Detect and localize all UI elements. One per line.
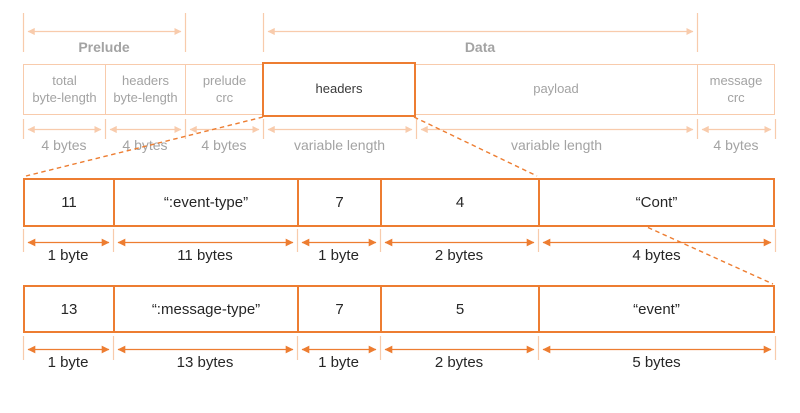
size-label: variable length <box>293 137 386 153</box>
field-label-line: headers <box>122 73 169 89</box>
detail-cell: 7 <box>297 178 382 227</box>
field-box-headers-highlighted: headers <box>262 62 416 117</box>
size-label: 4 bytes <box>41 137 87 153</box>
detail-cell: 7 <box>297 285 382 333</box>
byte-size-label: 1 byte <box>47 247 89 264</box>
field-label-line: total <box>52 73 77 89</box>
detail-cell: “:message-type” <box>113 285 299 333</box>
field-box-total-byte-length: total byte-length <box>23 64 106 115</box>
data-range-label: Data <box>464 39 496 55</box>
detail-cell: “:event-type” <box>113 178 299 227</box>
prelude-range-label: Prelude <box>78 39 130 55</box>
byte-size-label: 5 bytes <box>632 354 681 371</box>
field-box-message-crc: message crc <box>697 64 775 115</box>
detail-cell: 11 <box>23 178 115 227</box>
byte-size-label: 2 bytes <box>434 354 484 371</box>
detail-cell: 5 <box>380 285 540 333</box>
size-label: 4 bytes <box>713 137 759 153</box>
field-label-line: crc <box>215 89 234 105</box>
field-label-line: byte-length <box>32 89 97 105</box>
size-label: variable length <box>510 137 603 153</box>
field-label-line: payload <box>533 81 579 97</box>
field-label-line: message <box>709 73 763 89</box>
byte-size-label: 1 byte <box>47 354 89 371</box>
field-label-line: byte-length <box>113 89 178 105</box>
field-box-prelude-crc: prelude crc <box>185 64 264 115</box>
detail-cell: 4 <box>380 178 540 227</box>
byte-size-label: 1 byte <box>318 247 359 264</box>
detail-cell: 13 <box>23 285 115 333</box>
byte-size-label: 1 byte <box>318 354 359 371</box>
field-label-line: prelude <box>202 73 247 89</box>
byte-size-label: 4 bytes <box>632 247 681 264</box>
detail-cell: “Cont” <box>538 178 775 227</box>
detail-cell: “event” <box>538 285 775 333</box>
overview-size-arrows <box>22 119 777 139</box>
field-box-payload: payload <box>414 64 698 115</box>
field-label-line: headers <box>315 81 363 97</box>
size-label: 4 bytes <box>122 137 168 153</box>
field-label-line: crc <box>727 89 745 105</box>
size-label: 4 bytes <box>201 137 247 153</box>
field-box-headers-byte-length: headers byte-length <box>105 64 186 115</box>
byte-size-label: 13 bytes <box>176 354 234 371</box>
byte-size-label: 11 bytes <box>177 247 233 264</box>
byte-size-label: 2 bytes <box>434 247 484 264</box>
